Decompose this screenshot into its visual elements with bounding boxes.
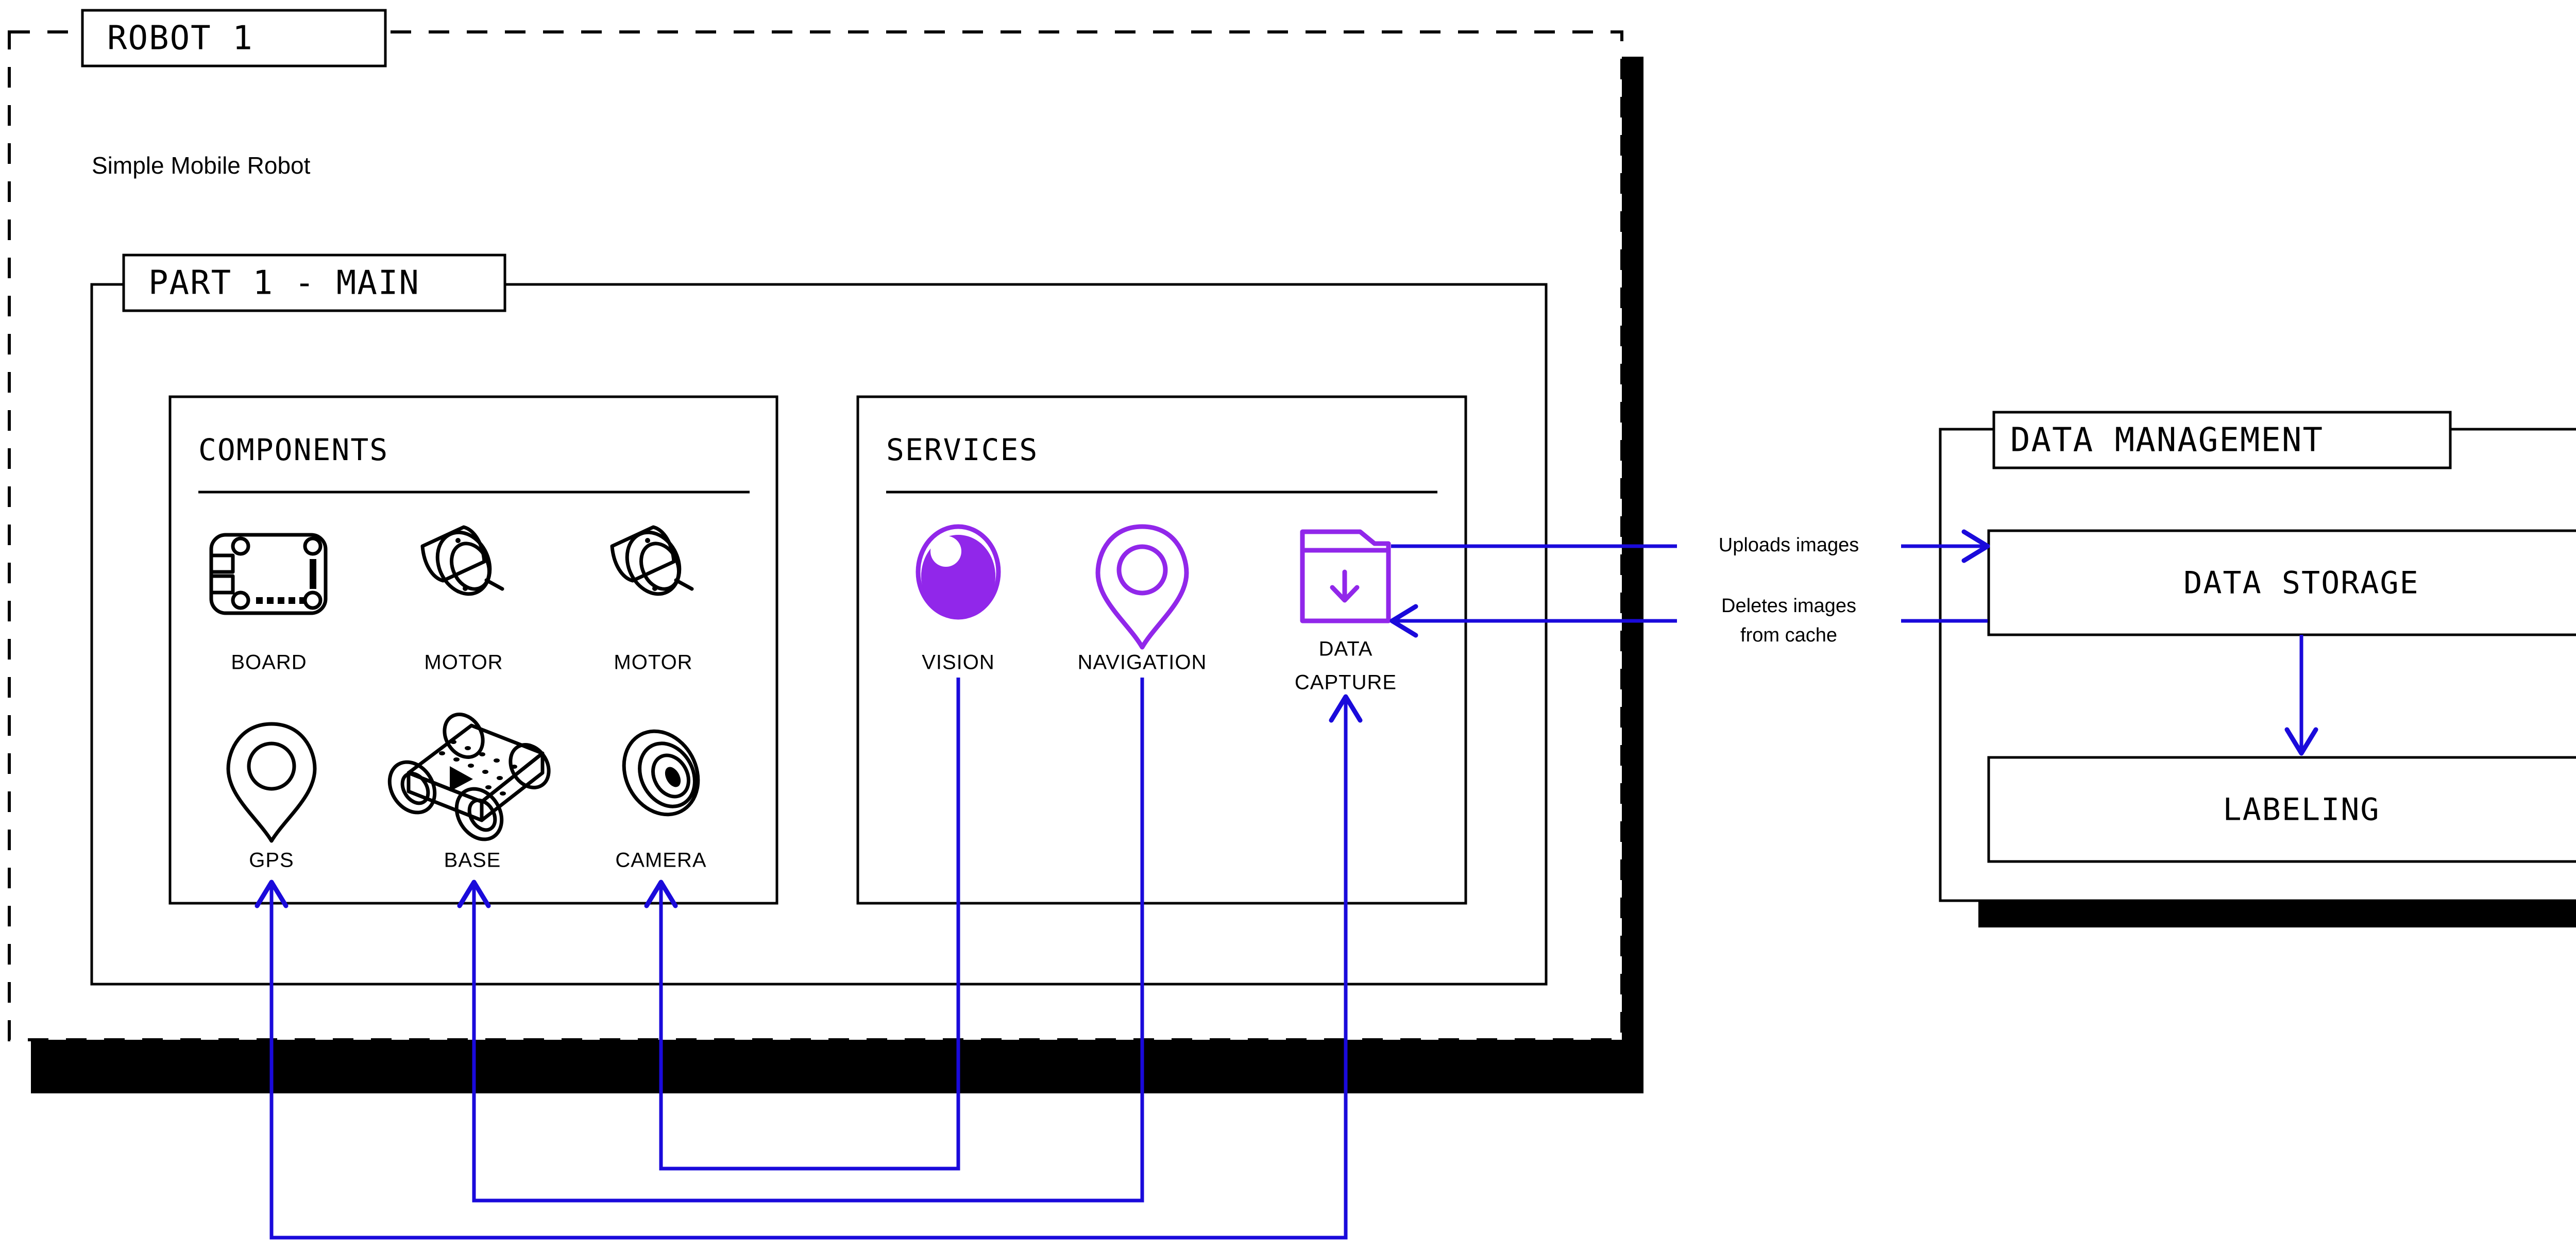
service-label-data-capture-line1: DATA [1319,638,1373,661]
component-label-camera: CAMERA [615,849,706,872]
edge-vision-to-camera [644,678,960,1171]
component-label-board: BOARD [231,651,307,674]
robot-tag-box [81,9,387,67]
component-label-gps: GPS [249,849,294,872]
circuit-board-icon [209,533,328,615]
labeling-label: LABELING [2223,792,2380,828]
service-label-vision: VISION [922,651,995,674]
edge-label-deletes-images-line2: from cache [1740,624,1837,646]
component-label-base: BASE [444,849,501,872]
edge-datacapture-to-gps [255,694,1363,1240]
edge-navigation-to-base [457,678,1144,1203]
services-panel-title: SERVICES [886,432,1038,467]
data-management-tag-label: DATA MANAGEMENT [2010,421,2324,460]
data-storage-label: DATA STORAGE [2183,565,2419,601]
edge-uploads-images [1391,529,1990,563]
component-label-motor-1: MOTOR [424,651,503,674]
map-pin-icon [1095,524,1189,650]
edge-deletes-images-from-cache [1389,604,1988,638]
edge-storage-to-labeling [2284,635,2318,756]
component-label-motor-2: MOTOR [614,651,692,674]
components-panel-title: COMPONENTS [198,432,388,467]
robot-tag-label: ROBOT 1 [107,20,253,58]
service-label-data-capture-line2: CAPTURE [1295,671,1397,694]
edge-label-deletes-images-line1: Deletes images [1721,595,1856,617]
edge-label-uploads-images: Uploads images [1719,534,1859,556]
part-tag-label: PART 1 - MAIN [148,264,420,302]
robot-subtitle: Simple Mobile Robot [92,152,311,179]
service-label-navigation: NAVIGATION [1078,651,1207,674]
data-management-tag-box [1992,411,2452,469]
camera-lens-icon [622,729,700,817]
folder-download-icon [1300,529,1391,623]
map-pin-icon [226,722,317,843]
wheeled-base-icon [387,713,551,841]
motor-icon [420,525,504,596]
eye-icon [916,524,1001,620]
motor-icon [610,525,694,596]
data-storage-box [1987,529,2576,636]
part-tag-box [122,254,506,312]
labeling-box [1987,756,2576,863]
